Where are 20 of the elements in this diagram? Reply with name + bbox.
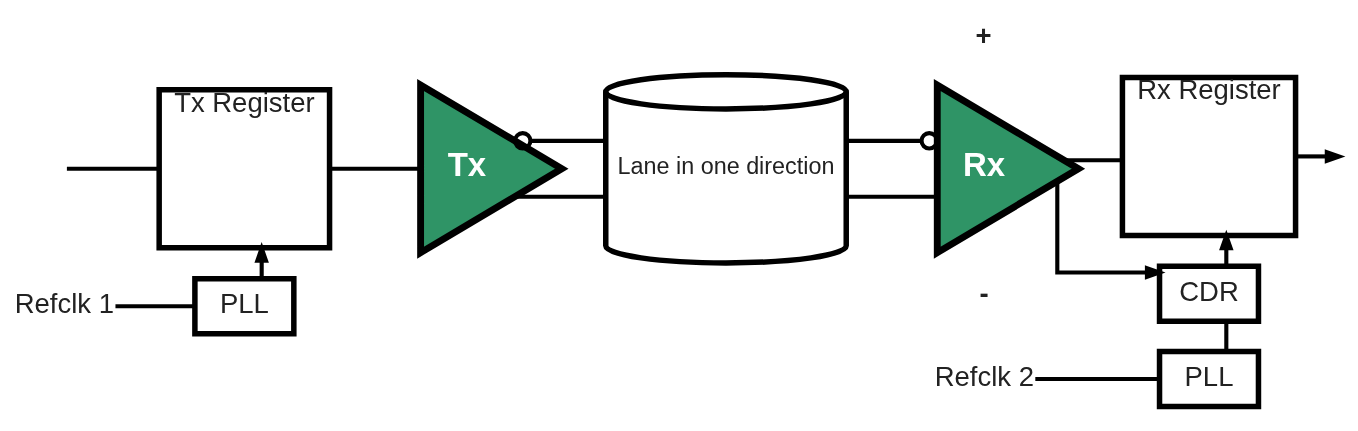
connector	[515, 194, 606, 199]
connector	[1224, 321, 1229, 352]
node-text: Refclk 2	[934, 360, 1034, 392]
connector	[1064, 158, 1123, 163]
node-box: Rx Register	[1119, 74, 1299, 239]
label: +	[975, 20, 992, 52]
connector	[66, 166, 159, 171]
node-text: Refclk 1	[14, 288, 114, 320]
connector	[1035, 376, 1160, 382]
connector	[115, 304, 195, 309]
node-box: PLL	[192, 275, 297, 337]
arrow	[1295, 149, 1346, 164]
connector	[846, 194, 937, 199]
node-box: PLL	[1156, 348, 1262, 410]
node-box: Tx Register	[156, 87, 333, 251]
connector	[513, 131, 606, 151]
label: -	[979, 278, 989, 310]
node-box: CDR	[1156, 263, 1262, 325]
connector	[330, 166, 421, 171]
arrow	[1055, 181, 1166, 280]
